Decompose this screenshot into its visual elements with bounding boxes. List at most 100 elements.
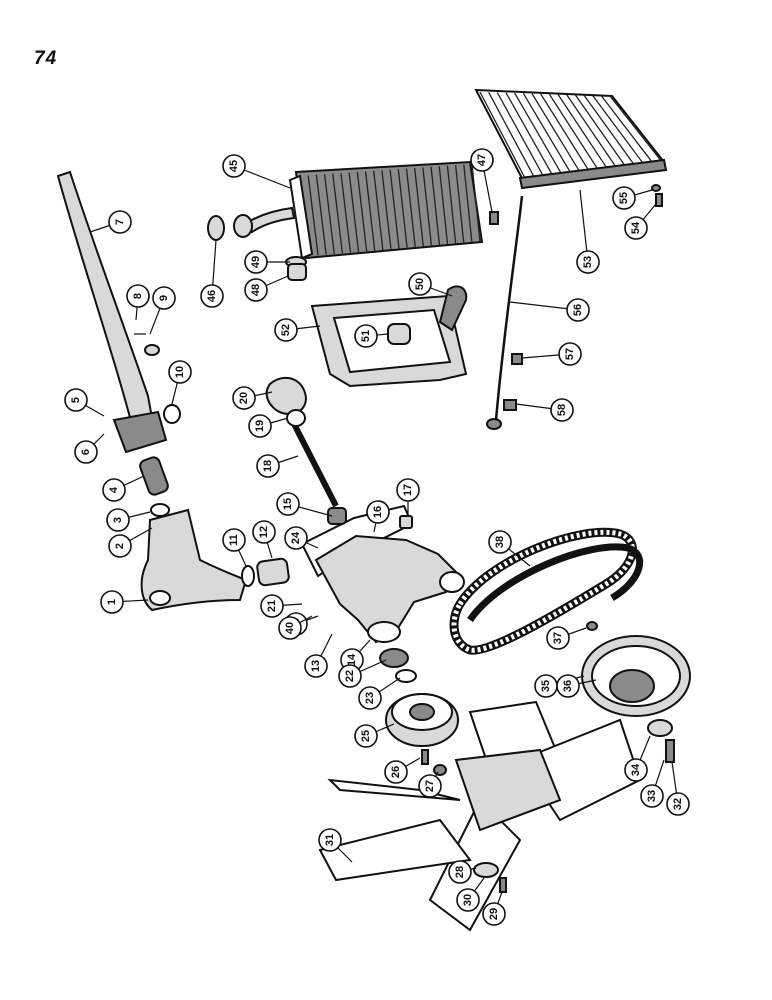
- thermostat: [139, 456, 169, 496]
- grille-fin: [592, 95, 645, 165]
- callout-number: 57: [564, 348, 576, 360]
- callout-55: 55: [612, 186, 653, 210]
- grille-fin: [505, 92, 554, 177]
- callout-number: 36: [562, 680, 574, 692]
- grille-fin: [514, 92, 563, 176]
- callout-circle: [248, 414, 272, 438]
- callout-number: 27: [424, 780, 436, 792]
- callout-circle: [354, 724, 378, 748]
- radiator-fin: [373, 170, 384, 251]
- callout-number: 18: [262, 460, 274, 472]
- callout-circle: [260, 594, 284, 618]
- callout-56: 56: [509, 298, 590, 322]
- grille-fin: [522, 93, 572, 175]
- callout-45: 45: [222, 154, 291, 189]
- snap-ring: [395, 669, 417, 683]
- callout-circle: [550, 398, 574, 422]
- callout-number: 30: [462, 894, 474, 906]
- pump-seal: [286, 409, 306, 427]
- callout-2: 2: [108, 527, 153, 558]
- fan-assembly: [318, 700, 642, 932]
- grille-fin: [609, 95, 663, 163]
- callout-32: 32: [666, 761, 690, 816]
- callout-circle: [408, 272, 432, 296]
- callout-53: 53: [576, 189, 600, 274]
- clip-58: [503, 399, 517, 411]
- gasket-9: [144, 344, 160, 356]
- callout-number: 38: [494, 536, 506, 548]
- callout-number: 10: [174, 366, 186, 378]
- grille-fin: [566, 94, 618, 169]
- callout-circle: [556, 674, 580, 698]
- crankshaft-pulley: [581, 635, 691, 717]
- callout-40: 40: [278, 615, 313, 640]
- radiator-fin: [307, 175, 319, 256]
- radiator-fin: [397, 169, 408, 249]
- callout-number: 17: [402, 484, 414, 496]
- callout-circle: [126, 284, 150, 308]
- grille-fin: [600, 95, 654, 164]
- radiator-fin: [332, 173, 344, 254]
- callout-20: 20: [232, 386, 273, 410]
- callout-25: 25: [354, 723, 395, 748]
- radiator-fin: [463, 164, 473, 243]
- callout-9: 9: [149, 286, 176, 335]
- radiator-fin: [430, 166, 441, 246]
- callout-37: 37: [546, 626, 587, 650]
- callout-circle: [232, 386, 256, 410]
- radiator-fin: [471, 163, 481, 243]
- callout-number: 28: [454, 866, 466, 878]
- callout-number: 1: [106, 599, 118, 605]
- thermostat-gasket: [150, 503, 170, 517]
- callout-circle: [566, 298, 590, 322]
- callout-number: 3: [112, 517, 124, 523]
- pulley-bolt: [665, 739, 675, 763]
- callout-circle: [152, 286, 176, 310]
- callout-28: 28: [448, 860, 477, 884]
- callout-circle: [74, 440, 98, 464]
- callout-number: 14: [346, 653, 358, 666]
- callout-18: 18: [256, 454, 299, 478]
- callout-number: 51: [360, 330, 372, 342]
- callout-number: 16: [372, 506, 384, 518]
- callout-49: 49: [244, 250, 290, 274]
- callout-number: 50: [414, 278, 426, 290]
- callout-number: 29: [488, 908, 500, 920]
- callout-4: 4: [102, 475, 145, 502]
- callout-26: 26: [384, 757, 421, 784]
- callout-circle: [252, 520, 276, 544]
- radiator-fin: [340, 173, 352, 253]
- callout-number: 12: [258, 526, 270, 538]
- callout-12: 12: [252, 520, 276, 559]
- page-number: 74: [34, 48, 58, 69]
- callout-50: 50: [408, 272, 453, 297]
- callout-number: 2: [114, 543, 126, 549]
- thermostat-housing: [140, 508, 248, 612]
- callout-1: 1: [100, 590, 149, 614]
- grille-washer: [651, 184, 661, 192]
- fan-belts: [449, 527, 644, 655]
- radiator-hose-clamp: [207, 215, 225, 241]
- callout-number: 6: [80, 449, 92, 455]
- callout-11: 11: [222, 528, 247, 567]
- callout-number: 34: [630, 763, 642, 776]
- callout-circle: [448, 860, 472, 884]
- impeller: [265, 376, 308, 415]
- callout-circle: [200, 284, 224, 308]
- callout-36: 36: [556, 674, 597, 698]
- callout-number: 32: [672, 798, 684, 810]
- radiator-fin: [414, 167, 424, 247]
- pump-bearing: [379, 648, 409, 668]
- radiator-fin: [454, 165, 465, 244]
- callout-16: 16: [366, 500, 390, 533]
- callout-circle: [358, 686, 382, 710]
- callout-circle: [256, 454, 280, 478]
- fan-spacer-bolt: [421, 749, 429, 765]
- callout-circle: [108, 534, 132, 558]
- callout-number: 52: [280, 324, 292, 336]
- grille-fin: [548, 93, 600, 171]
- callout-58: 58: [515, 398, 574, 422]
- callout-circle: [640, 784, 664, 808]
- radiator-hose-lower: [287, 263, 307, 281]
- callout-circle: [222, 154, 246, 178]
